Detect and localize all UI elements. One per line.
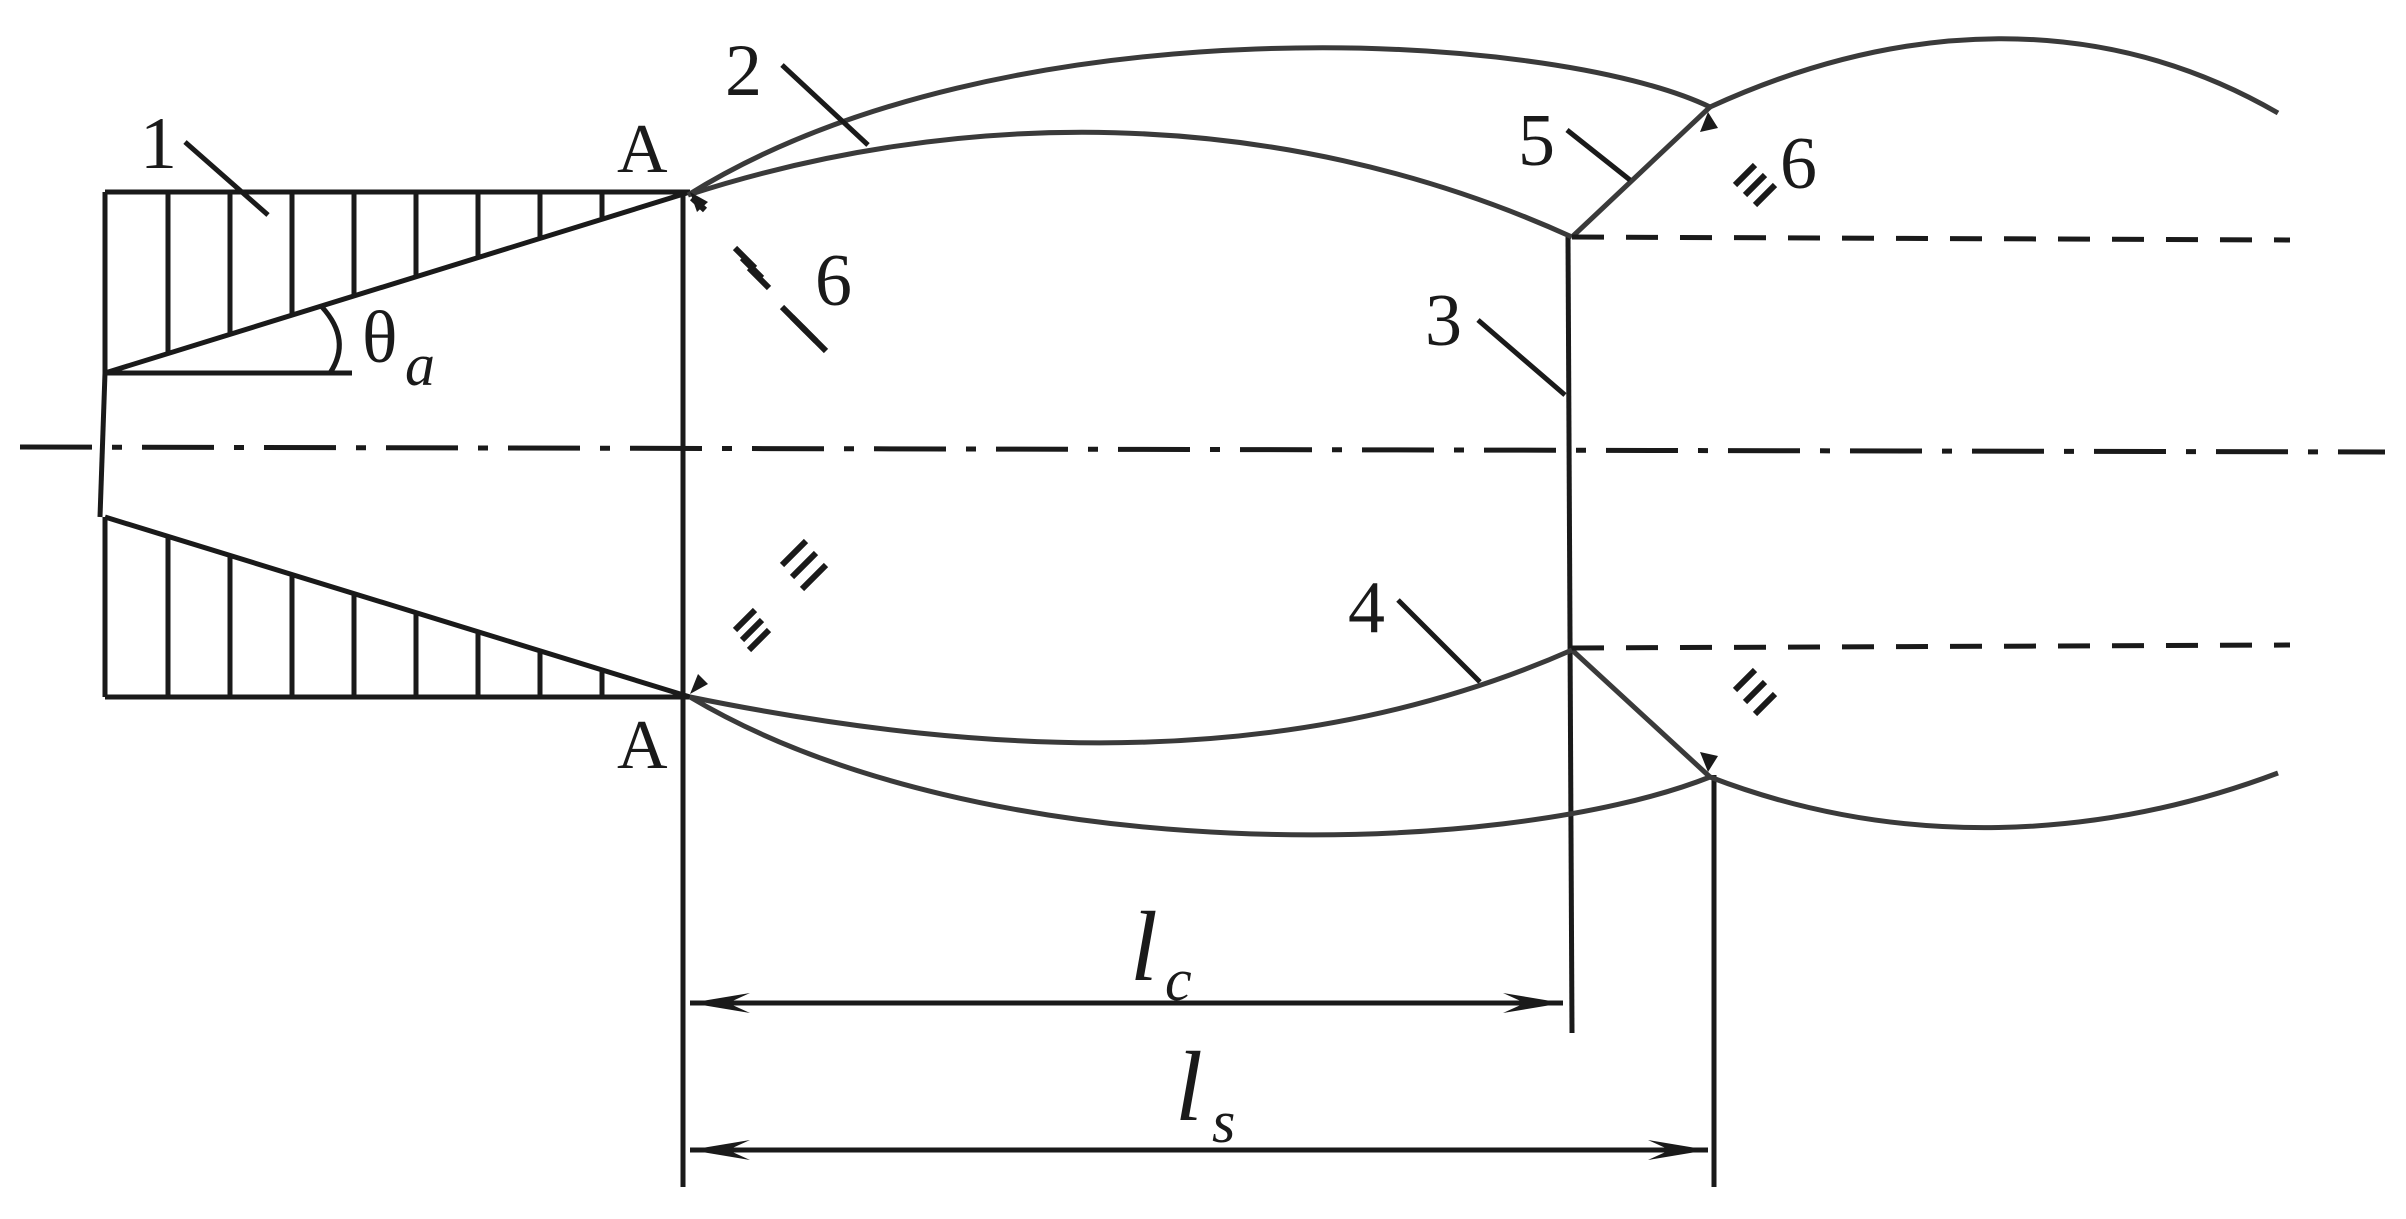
nozzle-upper-diverging-wall — [104, 189, 691, 376]
label-6-exit: 6 — [815, 240, 852, 322]
mach-disk — [1565, 236, 1575, 1034]
label-3: 3 — [1425, 280, 1462, 362]
leader-1 — [183, 140, 270, 217]
label-6-second: 6 — [1780, 123, 1817, 205]
lower-intercepting-shock — [689, 647, 1574, 746]
label-theta-sub: a — [405, 332, 435, 398]
nozzle-hatching-top — [165, 192, 605, 354]
upper-jet-boundary — [686, 45, 1712, 198]
label-1: 1 — [140, 103, 177, 185]
label-4: 4 — [1348, 567, 1385, 649]
expansion-wave-upper-second — [1700, 112, 1778, 208]
second-cell-lower-boundary — [1709, 770, 2279, 831]
nozzle-lower-diverging-wall — [104, 514, 691, 700]
jet-boundaries — [686, 36, 2280, 838]
expansion-wave-lower-second — [1700, 667, 1778, 772]
leader-2 — [780, 63, 870, 147]
label-5: 5 — [1518, 100, 1555, 182]
expansion-wave-markers — [689, 112, 1778, 772]
nozzle-hatching-bottom — [165, 536, 605, 697]
leader-3 — [1476, 318, 1567, 397]
jet-axis — [19, 444, 2386, 455]
lower-reflected-shock — [1570, 648, 1712, 779]
second-cell-upper-boundary — [1708, 36, 2280, 116]
expansion-wave-upper-exit — [689, 192, 829, 354]
label-lc-sub: c — [1165, 947, 1192, 1013]
leader-lines — [183, 63, 1632, 684]
label-theta: θ — [362, 297, 397, 379]
expansion-wave-lower-exit — [690, 538, 829, 694]
upper-slip-line — [1571, 234, 2291, 243]
label-lc: l — [1130, 891, 1158, 1002]
label-ls: l — [1175, 1031, 1203, 1142]
lower-jet-boundary — [688, 694, 1711, 838]
label-point-a-bottom: A — [617, 707, 668, 784]
upper-reflected-shock — [1570, 105, 1712, 239]
nozzle-throat — [97, 372, 108, 518]
label-ls-sub: s — [1212, 1089, 1235, 1155]
upper-intercepting-shock — [687, 129, 1574, 240]
theta-angle-arc — [320, 305, 342, 375]
lower-slip-line — [1571, 642, 2291, 651]
label-point-a-top: A — [617, 111, 668, 188]
label-2: 2 — [725, 30, 762, 112]
leader-4 — [1396, 598, 1482, 684]
nozzle — [97, 189, 691, 700]
leader-5 — [1565, 128, 1632, 182]
